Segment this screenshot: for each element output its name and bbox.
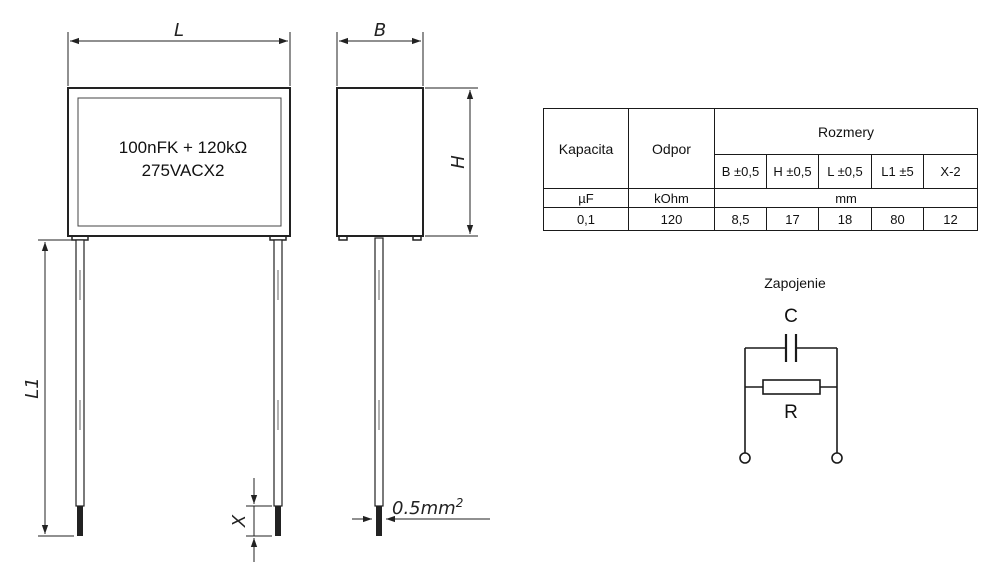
circuit-caption: Zapojenie	[764, 275, 826, 291]
dim-label-lead-length: L1	[22, 377, 43, 398]
capacitor-body-side	[336, 87, 424, 237]
terminal-left	[739, 452, 751, 464]
marking-line2: 275VACX2	[142, 161, 225, 180]
dim-column-header: X-2	[922, 154, 979, 189]
value-dimension: 18	[818, 207, 872, 231]
unit-dimensions: mm	[713, 188, 979, 208]
dim-column-header: L1 ±5	[871, 154, 924, 189]
dim-label-width: B	[374, 20, 386, 41]
lead-left	[75, 239, 85, 536]
lead-side	[374, 237, 384, 536]
unit-capacity: µF	[543, 188, 629, 208]
capacitor-body-front	[67, 87, 291, 237]
dim-label-length: L	[174, 20, 184, 41]
front-view: 100nFK + 120kΩ 275VACX2 L L1	[22, 20, 291, 562]
resistor-symbol	[762, 379, 821, 395]
value-dimension: 8,5	[714, 207, 767, 231]
dim-column-header: H ±0,5	[766, 154, 819, 189]
header-capacity: Kapacita	[543, 108, 629, 189]
value-resistance: 120	[628, 207, 715, 231]
value-dimension: 12	[922, 207, 979, 231]
side-view: B H 0.5mm2	[336, 20, 490, 536]
dim-label-lead-strip: X	[229, 514, 250, 528]
capacitor-label-area	[77, 97, 282, 227]
header-resistance: Odpor	[628, 108, 715, 189]
capacitor-symbol-label: C	[784, 306, 798, 327]
wire-cross-section-label: 0.5mm2	[392, 496, 463, 519]
header-dimensions: Rozmery	[713, 108, 979, 155]
terminal-right	[831, 452, 843, 464]
value-capacity: 0,1	[543, 207, 629, 231]
unit-resistance: kOhm	[628, 188, 715, 208]
specification-table: Kapacita Odpor Rozmery B ±0,5 H ±0,5 L ±…	[543, 108, 979, 231]
circuit-diagram: C R	[739, 306, 843, 464]
marking-line1: 100nFK + 120kΩ	[119, 138, 248, 157]
value-dimension: 17	[766, 207, 819, 231]
dim-column-header: B ±0,5	[714, 154, 767, 189]
value-dimension: 80	[871, 207, 924, 231]
lead-right	[273, 239, 283, 536]
resistor-symbol-label: R	[784, 402, 798, 423]
dim-column-header: L ±0,5	[818, 154, 872, 189]
dim-label-height: H	[448, 155, 469, 169]
